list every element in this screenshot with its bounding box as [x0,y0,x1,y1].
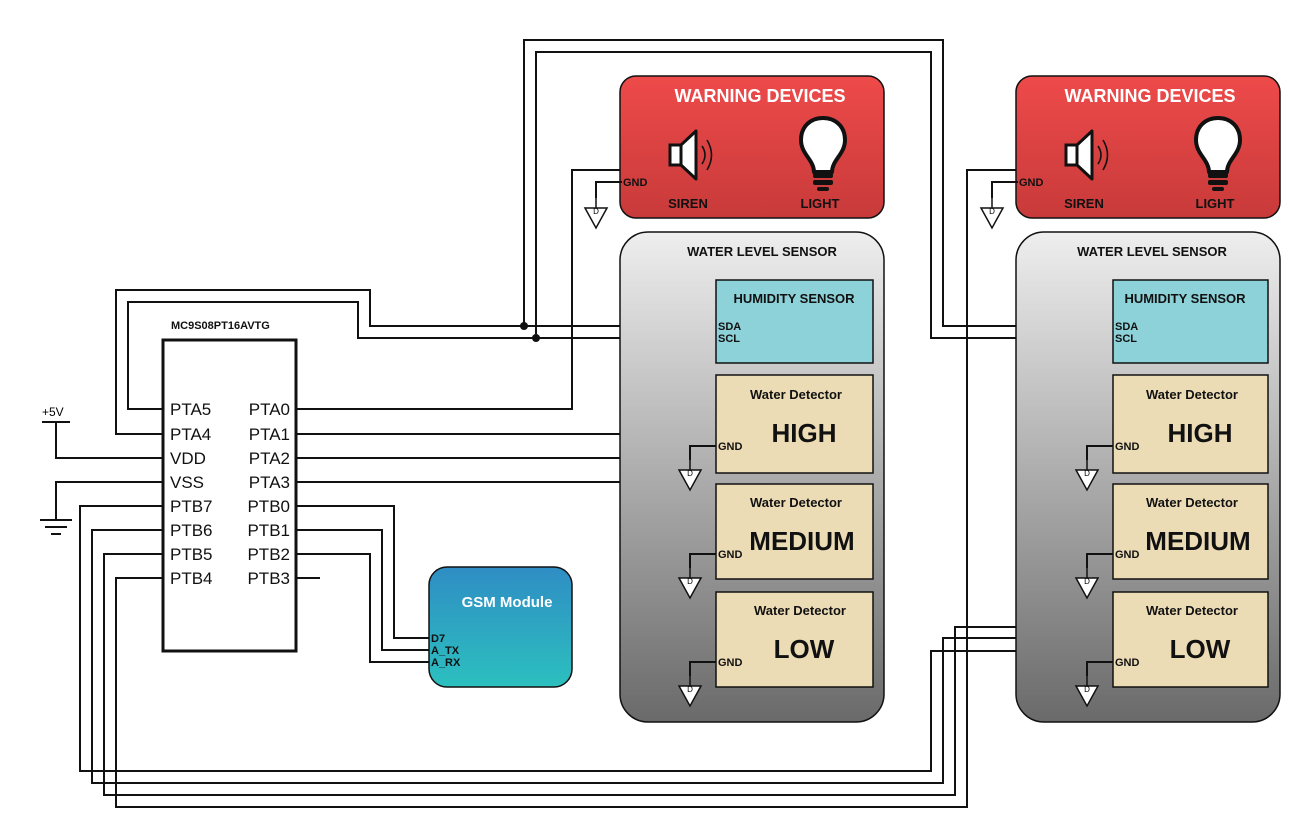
water-detector-high [1112,374,1269,474]
ground-label: D [687,685,693,694]
warning-devices-panel: WARNING DEVICES SIREN LIGHT GND [1015,75,1281,219]
warning-devices-panel: WARNING DEVICES SIREN LIGHT GND [619,75,885,219]
mcu-pin-right: PTA0 [249,400,290,419]
sensor-title: WATER LEVEL SENSOR [1077,244,1227,259]
mcu-pin-left: VDD [170,449,206,468]
scl-label: SCL [718,333,740,345]
gnd-label: GND [623,177,648,189]
gnd-label: GND [718,549,743,561]
detector-title: Water Detector [754,603,846,618]
detector-level: MEDIUM [1145,526,1250,556]
gsm-module: GSM Module D7 A_TX A_RX [428,566,573,688]
water-level-sensor-panel: WATER LEVEL SENSOR HUMIDITY SENSOR SDA S… [619,231,885,723]
detector-title: Water Detector [1146,495,1238,510]
mcu-part-label: MC9S08PT16AVTG [171,320,270,332]
water-detector-low [1112,591,1269,688]
warning-title: WARNING DEVICES [674,86,845,106]
ground-label: D [1084,685,1090,694]
mcu-pin-right: PTB0 [247,497,290,516]
mcu-pin-left: PTB6 [170,521,213,540]
warning-title: WARNING DEVICES [1064,86,1235,106]
gsm-pin: D7 [431,633,445,645]
chassis-ground-icon [40,519,72,535]
sda-label: SDA [718,321,741,333]
gnd-label: GND [1019,177,1044,189]
siren-label: SIREN [668,196,708,211]
water-detector-low [715,591,874,688]
station-2: WARNING DEVICES SIREN LIGHT GND D WATER … [980,75,1281,723]
ground-label: D [1084,577,1090,586]
mcu-pin-left: PTB7 [170,497,213,516]
mcu-pin-left: PTA5 [170,400,211,419]
detector-level: MEDIUM [749,526,854,556]
gsm-title: GSM Module [462,594,553,611]
siren-label: SIREN [1064,196,1104,211]
mcu-pin-right: PTB2 [247,545,290,564]
ground-label: D [1084,469,1090,478]
detector-title: Water Detector [750,495,842,510]
gnd-label: GND [718,657,743,669]
detector-title: Water Detector [1146,603,1238,618]
humidity-sensor [715,279,874,364]
gnd-label: GND [1115,441,1140,453]
gnd-label: GND [718,441,743,453]
water-detector-high [715,374,874,474]
sensor-title: WATER LEVEL SENSOR [687,244,837,259]
gsm-pin: A_RX [431,657,461,669]
mcu-pin-left: PTB5 [170,545,213,564]
water-level-sensor-panel: WATER LEVEL SENSOR HUMIDITY SENSOR SDA S… [1015,231,1281,723]
mcu-chip: MC9S08PT16AVTG PTA5 PTA4 VDD VSS PTB7 PT… [161,320,298,653]
detector-title: Water Detector [750,387,842,402]
sda-label: SDA [1115,321,1138,333]
detector-level: HIGH [772,418,837,448]
humidity-title: HUMIDITY SENSOR [733,291,855,306]
detector-level: LOW [774,634,835,664]
humidity-title: HUMIDITY SENSOR [1124,291,1246,306]
mcu-pin-right: PTA2 [249,449,290,468]
ground-label: D [989,207,995,216]
detector-level: LOW [1170,634,1231,664]
light-label: LIGHT [801,196,840,211]
mcu-pin-right: PTB1 [247,521,290,540]
mcu-pin-right: PTA3 [249,473,290,492]
ground-label: D [687,577,693,586]
station-1: WARNING DEVICES SIREN LIGHT GND D WATER … [584,75,885,723]
vplus-label: +5V [42,405,64,419]
gnd-label: GND [1115,657,1140,669]
mcu-pin-left: PTB4 [170,569,213,588]
scl-label: SCL [1115,333,1137,345]
humidity-sensor [1112,279,1269,364]
detector-title: Water Detector [1146,387,1238,402]
mcu-pin-left: PTA4 [170,425,211,444]
water-detector-medium [715,483,874,580]
ground-label: D [687,469,693,478]
light-label: LIGHT [1196,196,1235,211]
ground-label: D [593,207,599,216]
water-detector-medium [1112,483,1269,580]
mcu-pin-right: PTA1 [249,425,290,444]
gnd-label: GND [1115,549,1140,561]
detector-level: HIGH [1168,418,1233,448]
mcu-pin-left: VSS [170,473,204,492]
gsm-pin: A_TX [431,645,460,657]
mcu-pin-right: PTB3 [247,569,290,588]
